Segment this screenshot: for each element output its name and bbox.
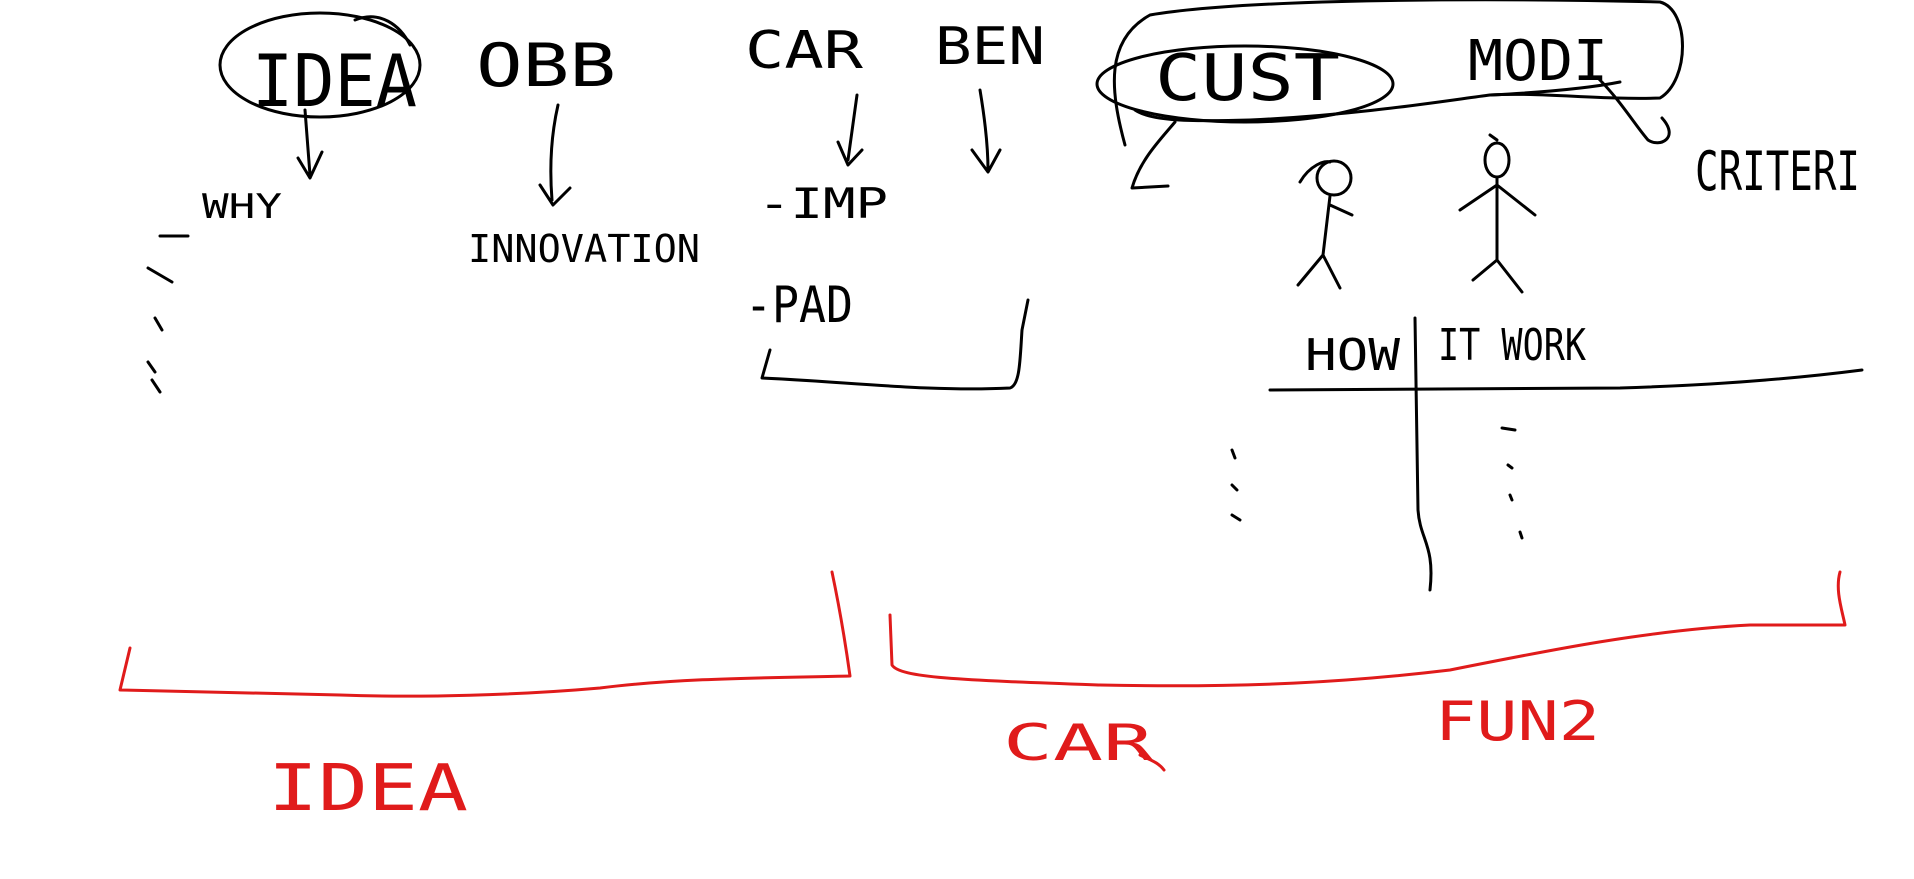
heading-cust: CUST [1155, 42, 1340, 116]
table-header-line [1268, 368, 1864, 392]
section-label-car-tail [1138, 753, 1166, 772]
car-arrow [836, 93, 864, 167]
heading-ben: BEN [935, 17, 1045, 77]
customer-stick-figure [1296, 159, 1354, 290]
cust-modi-outline-tail [1130, 120, 1177, 190]
note-pad: -PAD [745, 276, 853, 334]
table-it-work-dots [1500, 426, 1524, 540]
table-how-dots [1230, 448, 1242, 522]
ben-arrow [970, 88, 1002, 174]
note-imp: -IMP [758, 179, 888, 228]
table-col-it-work: IT WORK [1438, 320, 1586, 371]
modifier-stick-figure [1458, 133, 1537, 294]
modi-underline [1488, 80, 1622, 97]
heading-criteri: CRITERI [1695, 140, 1860, 203]
section-label-fun2: FUN2 [1435, 690, 1600, 753]
cust-modi-outline [1112, 0, 1684, 147]
section-label-idea: IDEA [268, 752, 468, 826]
idea-circle [218, 11, 422, 119]
modi-to-criteri-curve [1596, 76, 1671, 145]
car-ben-bracket [760, 298, 1030, 391]
idea-circle-tail [353, 15, 412, 47]
section-idea-bracket[interactable] [118, 570, 852, 698]
note-why: WHY [202, 187, 282, 227]
section-car-fun2-bracket[interactable] [888, 570, 1847, 688]
note-innovation: INNOVATION [468, 227, 700, 271]
section-label-car: CAR [1003, 714, 1154, 772]
why-bullets [146, 234, 190, 394]
heading-obb: OBB [476, 31, 616, 101]
table-column-divider [1413, 316, 1433, 592]
heading-modi: MODI [1468, 29, 1608, 94]
table-col-how: HOW [1305, 330, 1401, 381]
obb-arrow [538, 103, 572, 207]
heading-idea: IDEA [252, 39, 417, 123]
heading-car: CAR [745, 21, 864, 81]
idea-arrow [296, 108, 324, 180]
cust-circle [1095, 44, 1395, 124]
